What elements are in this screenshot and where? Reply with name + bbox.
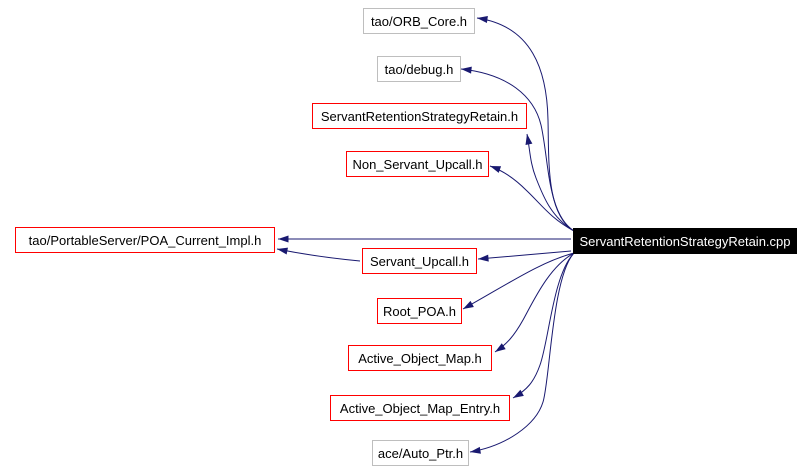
edge-source-to-active-object-map bbox=[494, 252, 575, 353]
edge-source-to-debug bbox=[460, 66, 575, 232]
node-active-object-map[interactable]: Active_Object_Map.h bbox=[348, 345, 492, 371]
node-orb-core[interactable]: tao/ORB_Core.h bbox=[363, 8, 475, 34]
edge-source-to-active-object-map-entry bbox=[512, 252, 575, 399]
node-active-object-map-entry[interactable]: Active_Object_Map_Entry.h bbox=[330, 395, 510, 421]
edge-servant-upcall-to-poa-current-impl bbox=[276, 247, 361, 262]
node-auto-ptr[interactable]: ace/Auto_Ptr.h bbox=[372, 440, 469, 466]
node-servant-upcall[interactable]: Servant_Upcall.h bbox=[362, 248, 477, 274]
edge-source-to-retention-strategy-h bbox=[525, 133, 575, 232]
edge-source-to-root-poa bbox=[462, 252, 575, 310]
edge-source-to-servant-upcall bbox=[477, 250, 572, 262]
node-poa-current-impl[interactable]: tao/PortableServer/POA_Current_Impl.h bbox=[15, 227, 275, 253]
node-source-file: ServantRetentionStrategyRetain.cpp bbox=[573, 228, 797, 254]
node-retention-strategy-h[interactable]: ServantRetentionStrategyRetain.h bbox=[312, 103, 527, 129]
edge-source-to-non-servant-upcall bbox=[489, 165, 575, 232]
node-debug[interactable]: tao/debug.h bbox=[377, 56, 461, 82]
node-root-poa[interactable]: Root_POA.h bbox=[377, 298, 462, 324]
edge-source-to-auto-ptr bbox=[469, 252, 575, 454]
node-non-servant-upcall[interactable]: Non_Servant_Upcall.h bbox=[346, 151, 489, 177]
